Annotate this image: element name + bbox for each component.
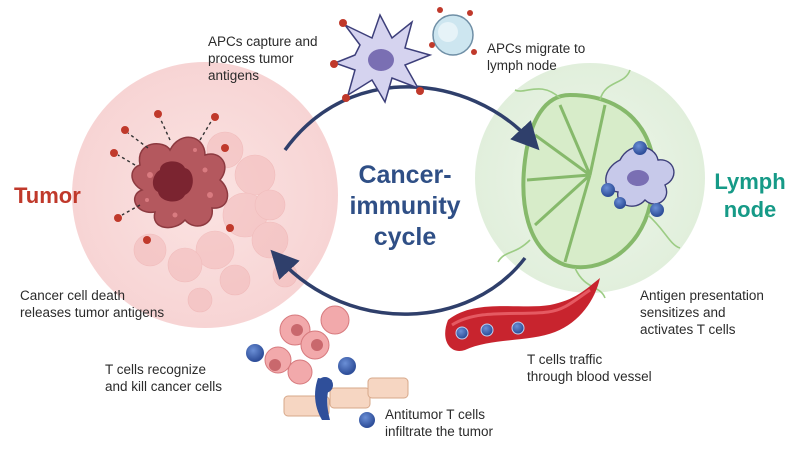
apc-dendritic-cell-icon [330,13,433,104]
arrow-to-lymph-node [283,85,540,152]
tumor-region [72,62,338,328]
apc-migrating-cell-icon [429,7,477,56]
diagram-title: Cancer- immunity cycle [349,161,461,251]
t-cell-kill-scene-icon [246,305,409,428]
tumor-label: Tumor [14,183,81,208]
step-cell-death: Cancer cell death releases tumor antigen… [20,288,165,320]
step-apc-capture: APCs capture and process tumor antigens [208,34,318,83]
lymph-node-region [475,63,705,299]
step-t-cell-traffic: T cells traffic through blood vessel [527,352,652,384]
arrow-to-tumor [270,249,527,316]
step-antigen-presentation: Antigen presentation sensitizes and acti… [640,288,764,337]
lymph-node-label: Lymph node [714,169,786,222]
step-infiltrate: Antitumor T cells infiltrate the tumor [385,407,494,439]
step-apc-migrate: APCs migrate to lymph node [487,41,586,73]
blood-vessel-icon [445,278,600,351]
step-recognize-kill: T cells recognize and kill cancer cells [105,362,223,394]
